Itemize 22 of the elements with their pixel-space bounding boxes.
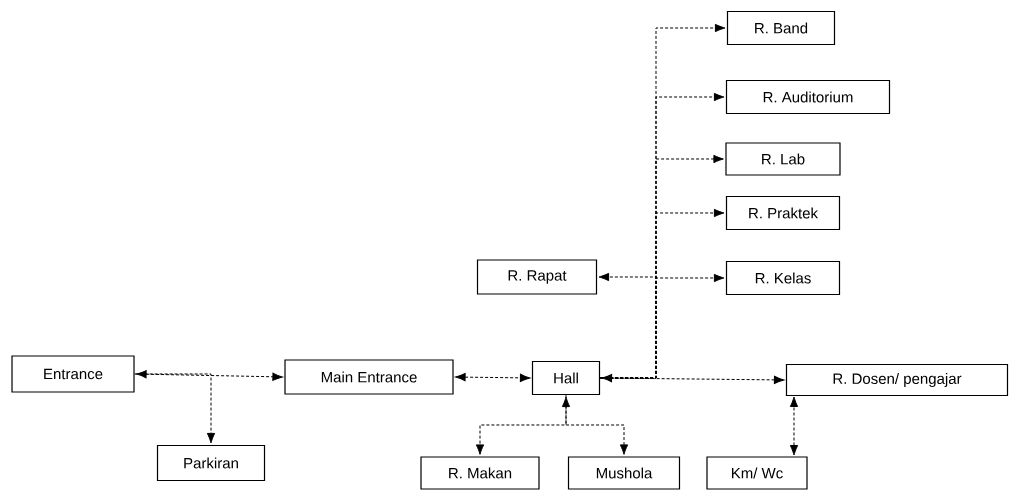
room-box: Mushola: [567, 456, 681, 490]
room-box: R. Band: [726, 10, 836, 46]
room-box: Main Entrance: [284, 359, 454, 395]
room-box: R. Makan: [420, 456, 540, 490]
arrow: [136, 370, 283, 381]
arrow: [601, 374, 785, 384]
arrow: [598, 272, 657, 379]
arrow: [789, 396, 799, 456]
room-box: Parkiran: [156, 444, 266, 482]
room-box: Entrance: [11, 355, 135, 393]
arrow: [134, 373, 216, 444]
room-box: R. Praktek: [725, 195, 841, 231]
room-box: R. Auditorium: [725, 79, 891, 115]
room-box: R. Dosen/ pengajar: [785, 363, 1009, 397]
arrow: [565, 394, 629, 455]
room-box: R. Rapat: [476, 259, 598, 295]
arrow: [475, 396, 571, 455]
room-box: Km/ Wc: [706, 456, 808, 490]
arrow: [455, 373, 531, 382]
room-box: R. Lab: [725, 142, 841, 176]
room-box: R. Kelas: [725, 260, 841, 296]
room-box: Hall: [531, 360, 601, 396]
